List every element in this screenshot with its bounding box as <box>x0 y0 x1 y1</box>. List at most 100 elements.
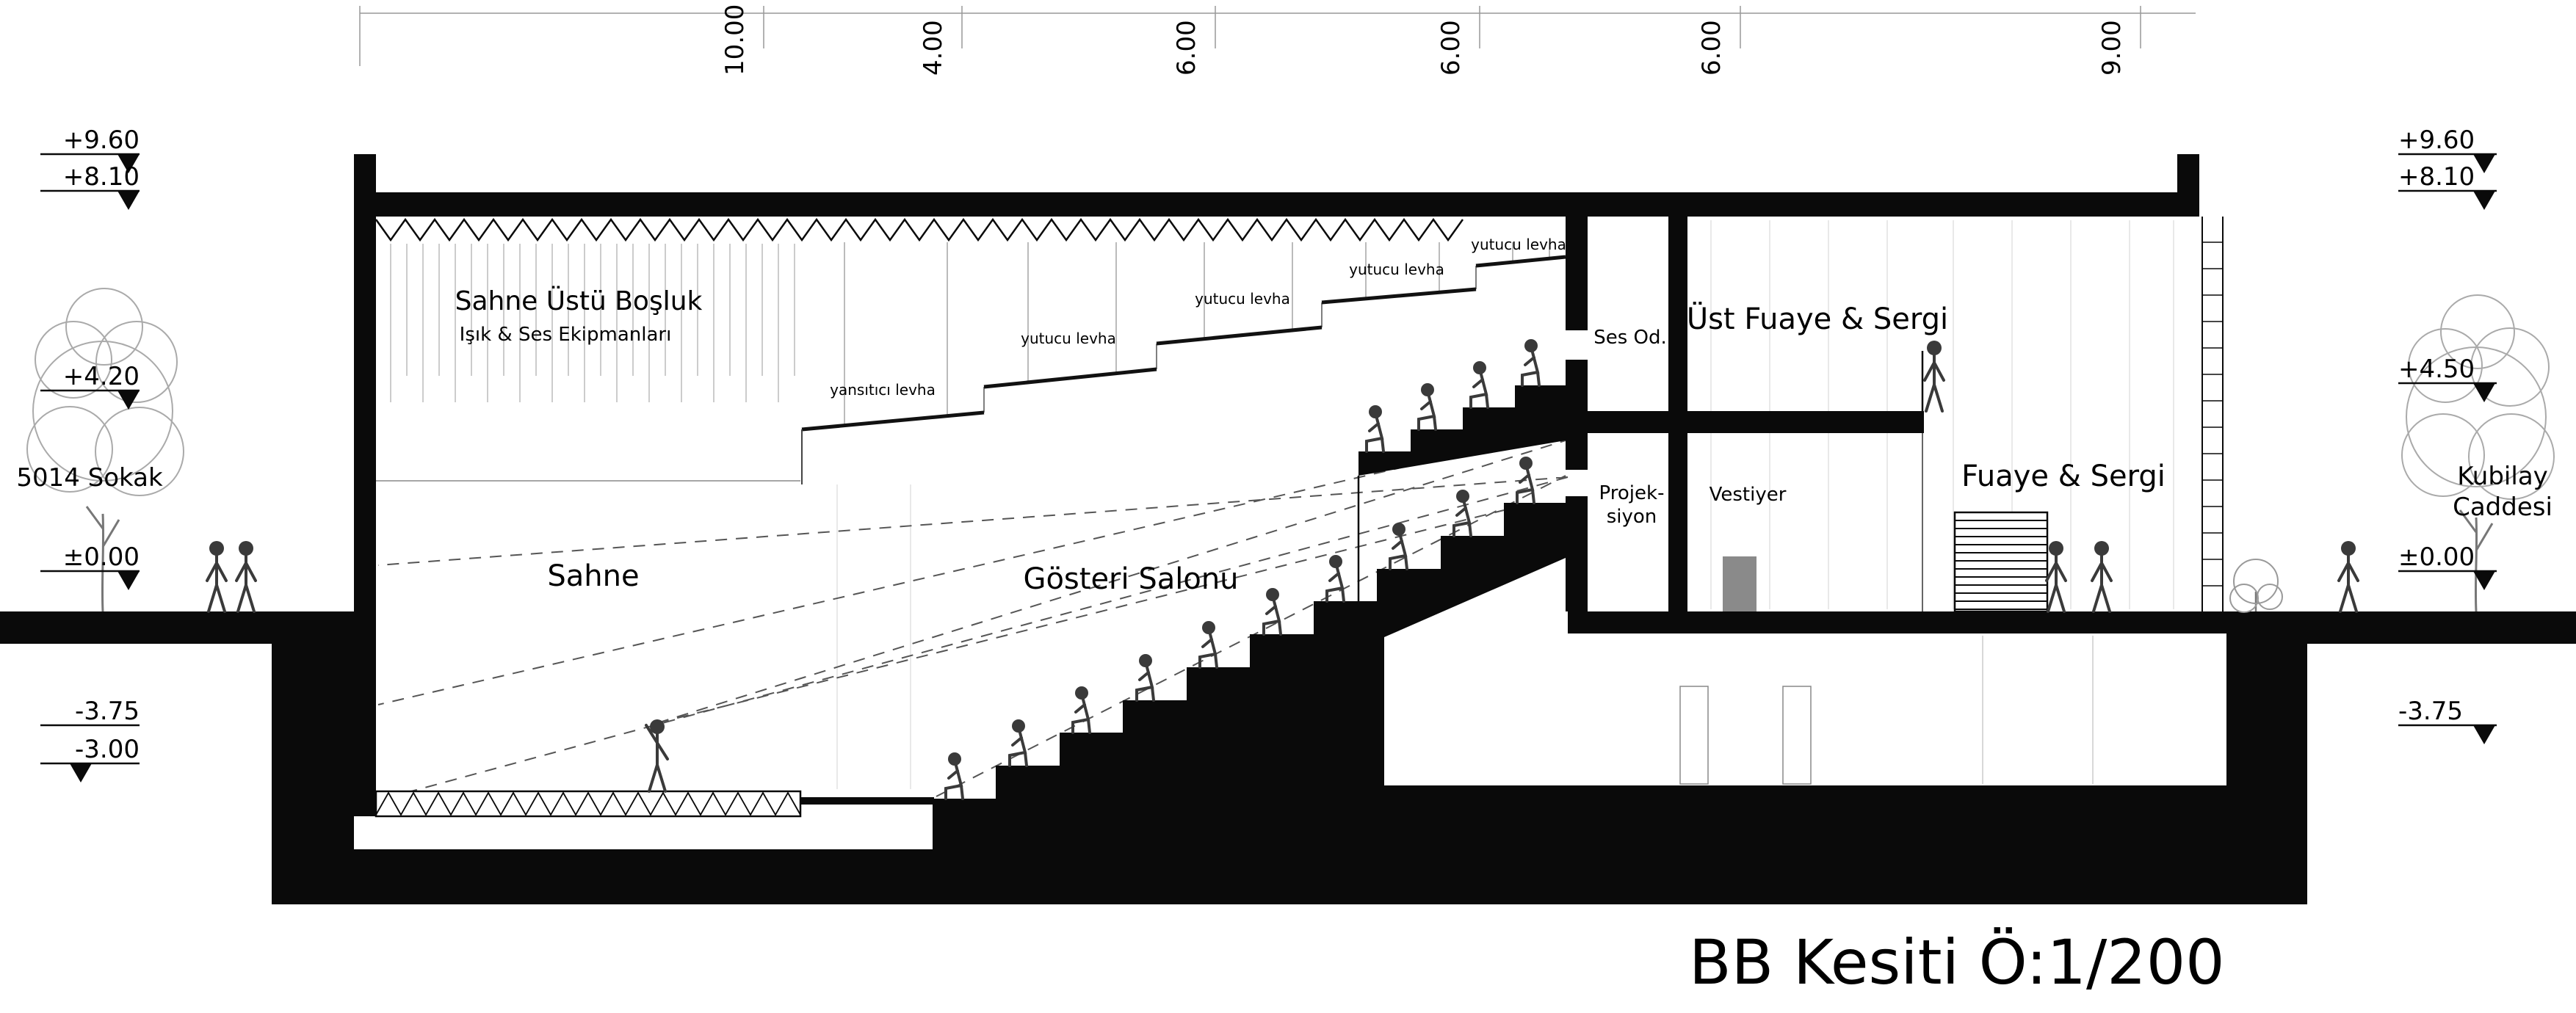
label-projection-2: siyon <box>1607 506 1657 528</box>
label-hall: Gösteri Salonu <box>1023 562 1238 596</box>
person-upper-foyer <box>1923 339 1945 413</box>
label-projection-1: Projek- <box>1599 482 1665 504</box>
basement-details <box>1679 636 2094 785</box>
elev-left-960: +9.60 <box>63 126 140 155</box>
street-band-left <box>0 611 354 644</box>
person-seated-balcony <box>1521 338 1541 387</box>
elev-right-960: +9.60 <box>2398 126 2475 155</box>
stage-floor-hatch <box>375 790 802 818</box>
roof-slab <box>354 192 2199 217</box>
upper-foyer-slab <box>1568 411 1924 433</box>
label-absorber-3: yutucu levha <box>1349 261 1444 278</box>
elevation-markers-left: +9.60 +8.10 +4.20 5014 Sokak ±0.00 -3.75… <box>16 126 163 783</box>
person-foyer-2 <box>2091 540 2113 613</box>
label-fly-equip: Işık & Ses Ekipmanları <box>460 324 672 346</box>
elev-right-450: +4.50 <box>2398 355 2475 384</box>
tree-left <box>26 288 184 612</box>
glazed-facade <box>2201 217 2224 611</box>
right-parapet <box>2177 154 2199 217</box>
ground-foundation <box>0 611 2576 904</box>
elev-left-420: +4.20 <box>63 362 140 391</box>
person-street-right <box>2337 540 2359 613</box>
room-labels: Sahne Üstü Boşluk Işık & Ses Ekipmanları… <box>455 286 2166 596</box>
tree-right <box>2401 294 2555 612</box>
balcony <box>1358 385 1566 476</box>
label-fly-space: Sahne Üstü Boşluk <box>455 286 703 316</box>
level-triangle <box>2473 383 2495 402</box>
seating-rake <box>933 503 1566 849</box>
dim-6-00-a: 6.00 <box>1172 20 1201 76</box>
label-absorber-2: yutucu levha <box>1195 290 1290 308</box>
label-reflective-panel: yansıtıcı levha <box>830 381 936 399</box>
dim-6-00-b: 6.00 <box>1436 20 1466 76</box>
person-seated-balcony <box>1417 382 1437 431</box>
person-performer <box>645 718 669 793</box>
level-triangle <box>2473 154 2495 173</box>
drawing-title: BB Kesiti Ö:1/200 <box>1689 926 2225 998</box>
absorber-panel-1 <box>983 367 1157 389</box>
person-seated <box>1452 488 1472 537</box>
label-absorber-4: yutucu levha <box>1471 236 1566 253</box>
level-triangle <box>2473 725 2495 744</box>
basement-door-2 <box>1782 686 1812 785</box>
elev-left-m300: -3.00 <box>75 735 140 764</box>
label-absorber-1: yutucu levha <box>1021 330 1116 347</box>
label-stage: Sahne <box>547 559 639 593</box>
elev-left-m375: -3.75 <box>75 697 140 726</box>
level-triangle <box>117 391 140 410</box>
dimension-chain: 10.00 4.00 6.00 6.00 6.00 9.00 <box>359 4 2196 76</box>
level-triangle <box>117 571 140 590</box>
dim-10-00: 10.00 <box>720 4 750 76</box>
foundation-right <box>2226 644 2307 904</box>
reflector-panel <box>801 410 985 432</box>
dim-6-00-c: 6.00 <box>1697 20 1726 76</box>
person-seated-balcony <box>1365 404 1385 453</box>
shrub-right <box>2229 559 2283 613</box>
elev-right-m375: -3.75 <box>2398 697 2463 726</box>
label-upper-foyer: Üst Fuaye & Sergi <box>1687 301 1948 336</box>
street-label-left: 5014 Sokak <box>16 463 163 493</box>
ceiling-acoustic-zigzag <box>375 217 1464 242</box>
person-seated <box>1389 521 1408 570</box>
left-wall <box>354 154 376 816</box>
sight-lines <box>377 429 1569 797</box>
street-label-right-2: Caddesi <box>2453 493 2553 522</box>
person-seated <box>1071 685 1091 734</box>
ground-foyer-slab <box>1568 611 2229 633</box>
person-seated <box>944 751 964 800</box>
elev-left-000: ±0.00 <box>63 542 140 572</box>
panel-hangers <box>844 242 1550 426</box>
street-label-right-1: Kubilay <box>2457 462 2548 491</box>
label-foyer: Fuaye & Sergi <box>1961 460 2166 493</box>
dim-4-00: 4.00 <box>919 20 948 76</box>
panel-labels: yansıtıcı levha yutucu levha yutucu levh… <box>830 236 1566 399</box>
label-cloakroom: Vestiyer <box>1710 484 1787 506</box>
cloakroom-counter <box>1723 556 1756 611</box>
person-street-left-1 <box>206 540 228 613</box>
building-structure <box>354 154 2229 816</box>
person-seated-balcony <box>1469 360 1489 409</box>
foyer-stair <box>1953 511 2049 613</box>
elev-left-810: +8.10 <box>63 162 140 192</box>
level-triangle <box>2473 191 2495 210</box>
absorber-panel-2 <box>1156 325 1323 346</box>
label-sound-room: Ses Od. <box>1593 327 1667 349</box>
panel-steps <box>983 266 1477 413</box>
elev-right-000: ±0.00 <box>2398 542 2475 572</box>
level-triangle <box>70 763 92 783</box>
person-street-left-2 <box>235 540 257 613</box>
absorber-panel-4 <box>1475 255 1566 268</box>
person-seated <box>1008 718 1028 767</box>
dim-9-00: 9.00 <box>2097 20 2127 76</box>
person-seated <box>1262 587 1282 636</box>
street-band-right <box>2226 611 2576 644</box>
absorber-panel-3 <box>1321 287 1477 305</box>
basement-subfloor <box>1384 785 2307 904</box>
person-foyer-1 <box>2045 540 2067 613</box>
hall-back-wall-lower <box>1566 496 1588 611</box>
basement-door-1 <box>1679 686 1709 785</box>
rigging-lines <box>390 244 795 402</box>
ceiling-panels <box>801 242 1566 484</box>
